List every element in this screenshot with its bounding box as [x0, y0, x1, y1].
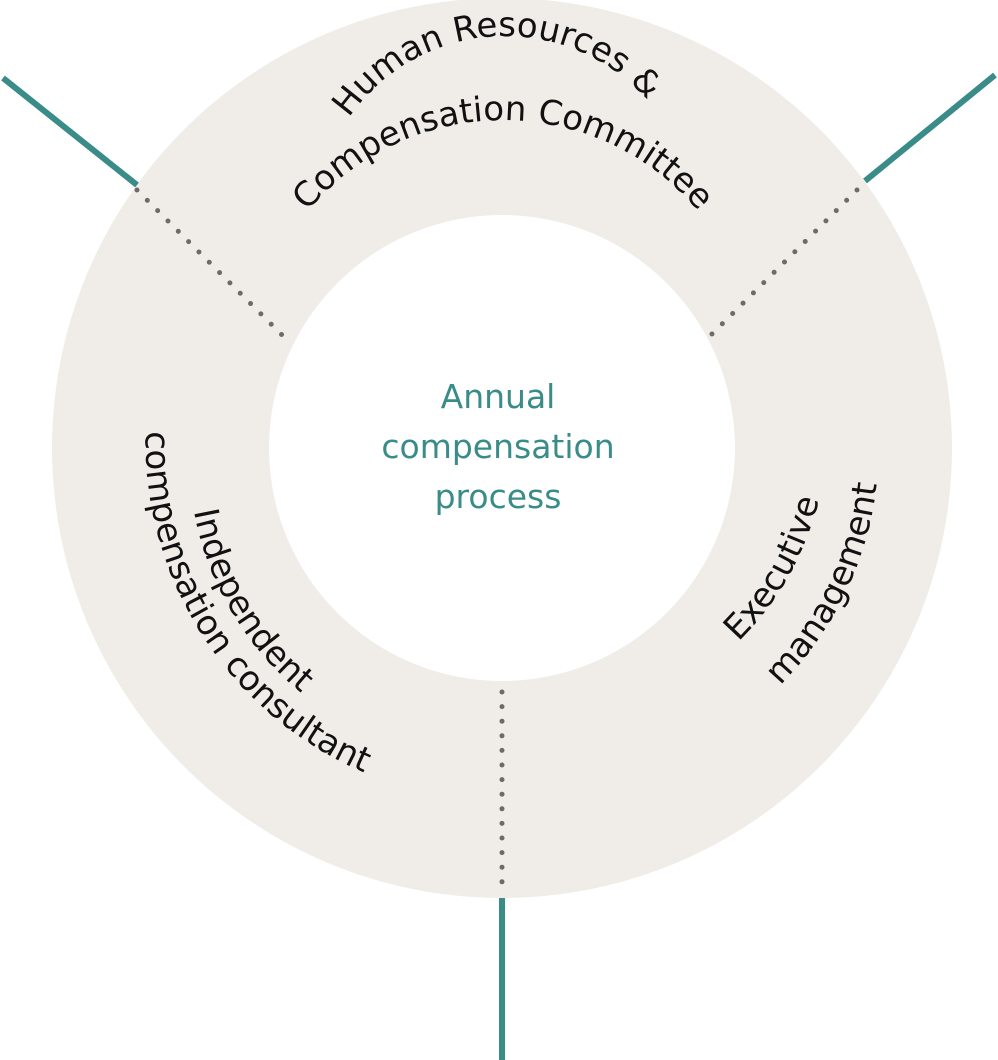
- connector-line-top-left: [1, 75, 139, 188]
- divider-top-right: [708, 187, 860, 338]
- center-title-line1: Annual: [441, 377, 556, 416]
- center-title-line2: compensation: [381, 427, 614, 466]
- connector-line-top-right: [863, 72, 997, 184]
- process-ring: [51, 0, 952, 898]
- center-title-line3: process: [435, 477, 562, 516]
- divider-top-left: [134, 187, 286, 339]
